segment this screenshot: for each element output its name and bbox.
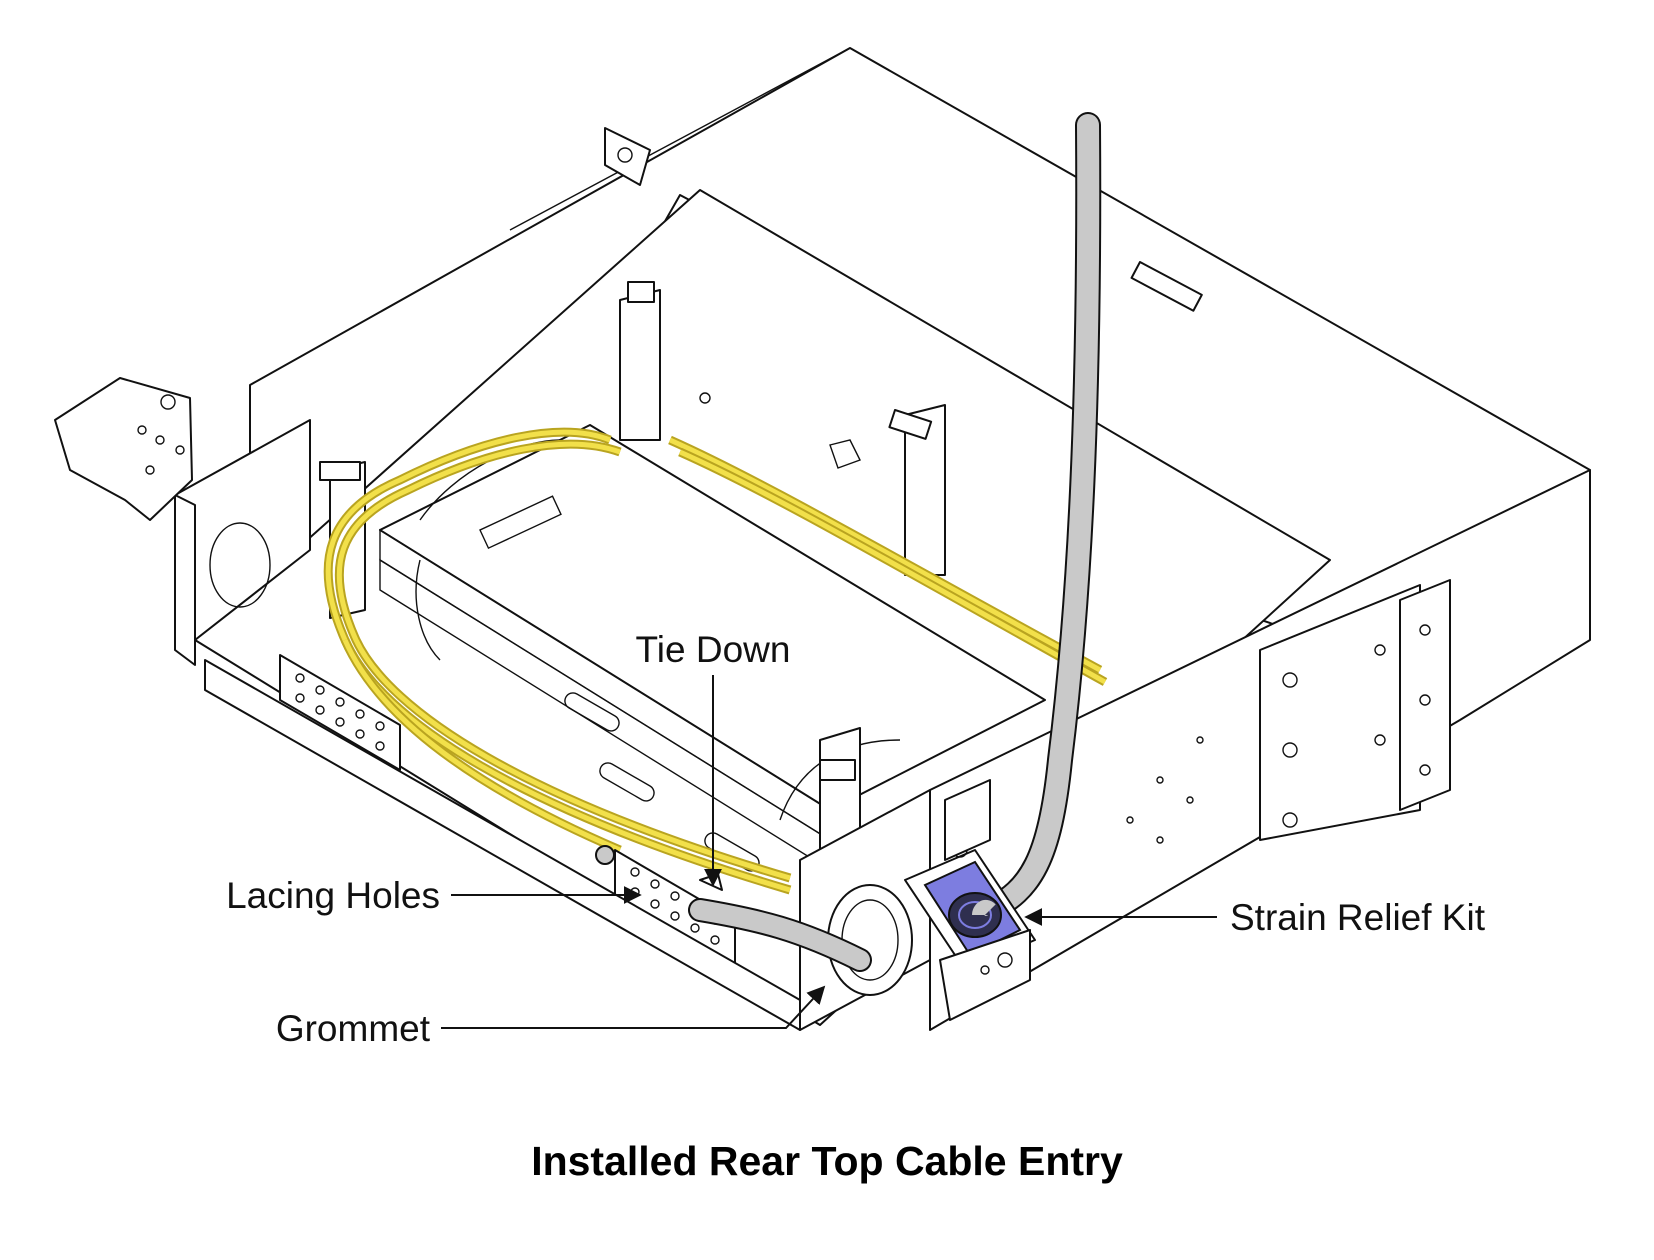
callout-leaders	[441, 675, 1217, 1029]
strain-relief-kit	[904, 779, 1036, 1021]
storage-plate	[379, 424, 1046, 872]
lacing-bar-left	[279, 654, 401, 771]
left-side-wall	[174, 419, 311, 666]
strain-relief-kit-label: Strain Relief Kit	[1230, 897, 1486, 938]
rear-mounting-tab	[604, 127, 651, 186]
lacing-holes-label: Lacing Holes	[226, 875, 440, 916]
right-side-wall	[929, 469, 1591, 1031]
entry-cable	[595, 112, 1102, 972]
figure-caption: Installed Rear Top Cable Entry	[531, 1138, 1123, 1184]
rear-wall	[204, 659, 931, 1031]
tie-down-label: Tie Down	[636, 629, 791, 670]
grommet-label: Grommet	[276, 1008, 431, 1049]
fiber-bundle	[323, 427, 1108, 895]
left-mounting-bracket	[54, 377, 193, 521]
